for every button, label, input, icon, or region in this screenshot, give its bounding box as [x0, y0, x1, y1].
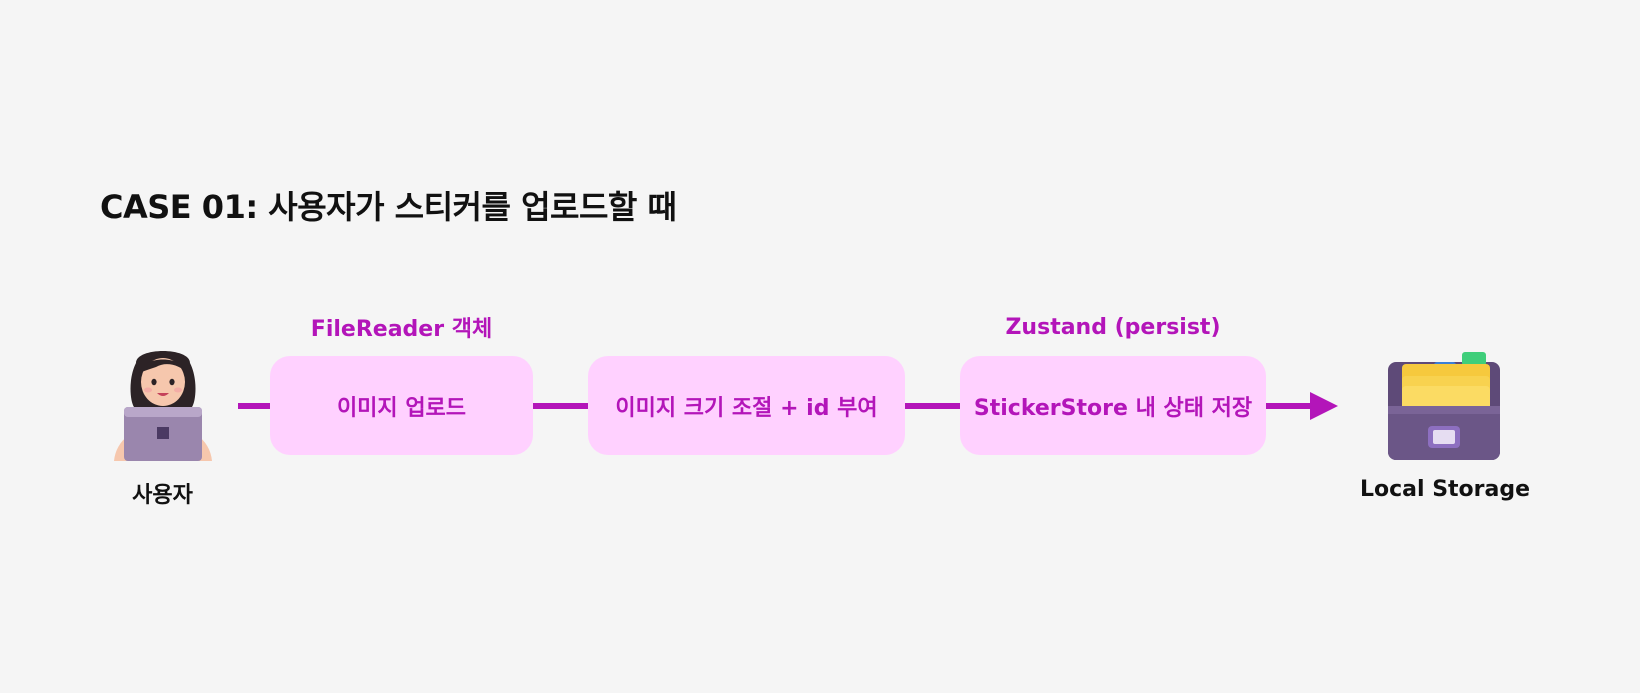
arrow-head — [1310, 392, 1338, 420]
step-resize-assign-id: 이미지 크기 조절 + id 부여 — [588, 356, 905, 455]
step-label: 이미지 업로드 — [336, 395, 467, 421]
diagram-title: CASE 01: 사용자가 스티커를 업로드할 때 — [100, 188, 677, 226]
step-label: 이미지 크기 조절 + id 부여 — [615, 395, 878, 421]
connector-line — [1266, 403, 1312, 409]
actor-label: 사용자 — [132, 483, 193, 508]
connector-line — [238, 403, 270, 409]
step-save-state: StickerStore 내 상태 저장 — [960, 356, 1266, 455]
file-cabinet-icon — [1388, 352, 1500, 460]
storage-label: Local Storage — [1359, 477, 1531, 502]
connector-line — [905, 403, 960, 409]
step-1-annotation: FileReader 객체 — [310, 317, 493, 342]
step-3-annotation: Zustand (persist) — [1005, 314, 1221, 340]
person-laptop-icon — [114, 351, 212, 461]
step-label: StickerStore 내 상태 저장 — [973, 395, 1253, 421]
step-upload-image: 이미지 업로드 — [270, 356, 533, 455]
connector-line — [533, 403, 588, 409]
